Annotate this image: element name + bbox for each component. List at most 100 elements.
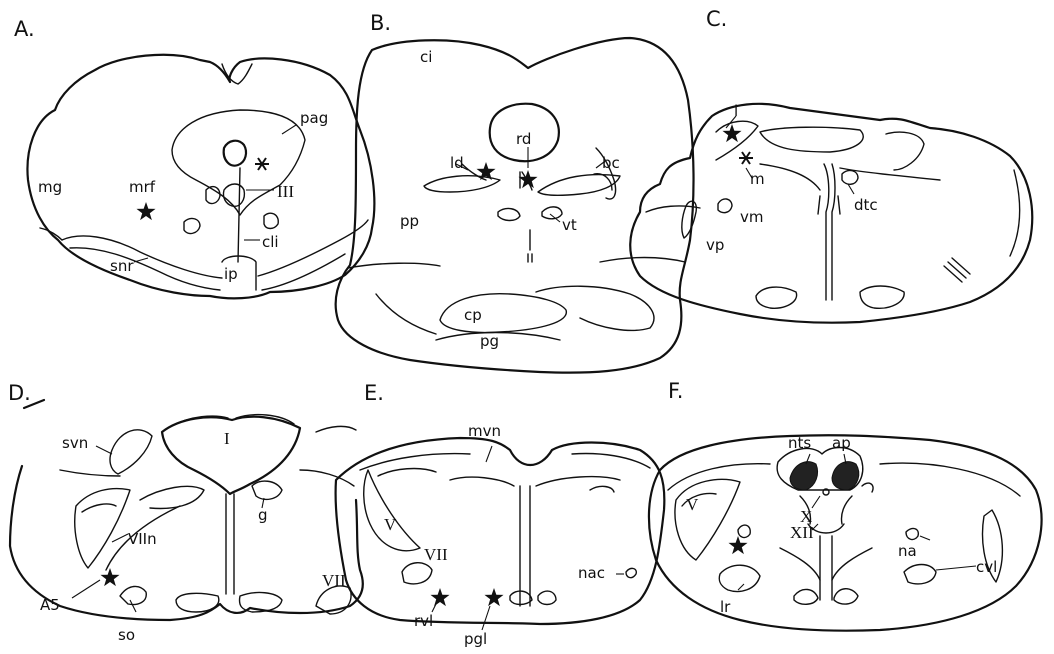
panel-c-right-fibers — [886, 132, 924, 170]
panel-d-viin-leader — [112, 534, 128, 542]
panel-f-label-na: na — [898, 542, 917, 560]
panel-f-small-nucleus — [738, 525, 750, 537]
panel-c-dtc-leader — [848, 184, 854, 194]
panel-c-label-dtc: dtc — [854, 196, 878, 214]
panel-d-label-svn: svn — [62, 434, 88, 452]
panel-e-letter: E. — [364, 381, 384, 405]
panel-f-na — [906, 529, 918, 540]
panel-a-label-snr: snr — [110, 257, 134, 275]
panel-a-letter: A. — [14, 17, 35, 41]
panel-f-label-nts: nts — [788, 434, 811, 452]
panel-e-star-icon-1 — [430, 588, 449, 606]
panel-e-v-inner — [378, 469, 436, 476]
panel-e-right-nucleus — [590, 486, 614, 492]
panel-c-hatch — [944, 258, 970, 282]
panel-a: A. pag mg mrf III cli snr ip — [14, 17, 374, 298]
panel-e-pyramid-left — [510, 591, 532, 604]
panel-b-cp — [440, 294, 566, 333]
panel-a-aqueduct — [224, 141, 246, 166]
panel-a-iii-nucleus — [223, 184, 244, 206]
panel-e-dorsal-line-right — [572, 454, 650, 468]
panel-a-snr-leader — [134, 258, 148, 262]
panel-a-snr — [62, 236, 222, 278]
panel-c-vm — [718, 199, 732, 213]
panel-b-vt-left — [498, 209, 520, 221]
panel-e-label-nac: nac — [578, 564, 605, 582]
panel-b-pons-border — [348, 263, 440, 268]
panel-b-ventral-line — [376, 294, 436, 334]
panel-b-label-pp: pp — [400, 212, 419, 230]
panel-f-cvl — [904, 565, 936, 584]
panel-a-label-cli: cli — [262, 233, 279, 251]
panel-f-lr — [719, 565, 760, 591]
panel-b-label-rd: rd — [516, 130, 531, 148]
panel-c-midline — [824, 164, 835, 300]
panel-d-fourth-ventricle — [162, 417, 300, 494]
panel-f-label-cvl: cvl — [976, 558, 997, 576]
panel-a-pag-leader — [282, 125, 296, 134]
panel-f-na-leader — [920, 536, 930, 540]
panel-f-nts-right — [832, 462, 859, 490]
panel-b-star-icon-2 — [518, 170, 537, 188]
panel-e-label-v: V — [384, 515, 397, 534]
panel-d-g — [252, 481, 282, 499]
panel-f-label-xii: XII — [790, 523, 814, 542]
panel-c-label-vm: vm — [740, 208, 764, 226]
panel-f-x-leader — [812, 496, 820, 508]
panel-e-v-region — [364, 470, 420, 551]
panel-e-dorsal-line — [360, 454, 470, 470]
panel-e-mvn-leader — [486, 446, 492, 462]
panel-f-inner-dorsal-right — [880, 463, 1020, 496]
panel-a-label-ip: ip — [224, 265, 238, 283]
panel-a-small-nucleus-1 — [184, 219, 200, 234]
panel-b-left-fibers — [424, 176, 500, 192]
panel-d-a5-leader — [72, 580, 100, 598]
panel-b-letter: B. — [370, 11, 391, 35]
panel-e-pgl-leader — [482, 606, 490, 630]
panel-d-right-top — [316, 426, 356, 432]
panel-d-label-g: g — [258, 506, 268, 524]
panel-f: F. nts ap V X XII na cvl — [649, 379, 1042, 631]
panel-d-viin-upper — [140, 486, 204, 508]
panel-d-outline — [10, 466, 363, 620]
panel-b-label-cp: cp — [464, 306, 482, 324]
panel-b: B. ci rd ld bc pp vt cp pg — [336, 11, 694, 373]
panel-d-svn-leader — [96, 446, 112, 454]
panel-c-outline — [630, 104, 1032, 323]
panel-f-midline — [820, 536, 832, 600]
panel-d-letter: D. — [8, 381, 31, 405]
panel-b-label-ci: ci — [420, 48, 432, 66]
panel-e-label-vii: VII — [424, 545, 448, 564]
panel-e-nac — [626, 568, 636, 577]
panel-c-asterisk-icon — [739, 152, 753, 164]
panel-b-vt-right — [542, 207, 562, 219]
panel-f-inner-dorsal-left — [668, 464, 770, 490]
panel-f-ap-mark — [862, 483, 873, 492]
panel-f-v-tract — [675, 479, 740, 560]
panel-e-label-rvl: rvl — [414, 612, 433, 630]
panel-d-label-a5: A5 — [40, 596, 60, 614]
panel-b-label-pg: pg — [480, 332, 499, 350]
panel-d-star-icon — [100, 568, 119, 586]
panel-b-bc-inner — [594, 174, 612, 190]
panel-e-label-pgl: pgl — [464, 630, 487, 648]
panel-c-star-icon — [722, 124, 741, 142]
panel-f-pyramid-left — [794, 589, 818, 604]
panel-b-label-ld: ld — [450, 154, 464, 172]
panel-c-label-l: l — [734, 102, 738, 120]
panel-e-star-icon-2 — [484, 588, 503, 606]
panel-c-right-tract — [840, 168, 940, 180]
panel-e-vii-nucleus — [402, 563, 432, 584]
panel-d-v-inner — [82, 504, 116, 512]
panel-d-so — [120, 586, 146, 604]
panel-d-left-line — [60, 470, 120, 476]
panel-d: D. svn I g VIIn A5 so VII — [8, 381, 363, 644]
panel-d-so-leader — [130, 600, 136, 612]
panel-c: C. l m dtc vm vp — [630, 7, 1032, 323]
panel-c-dtc — [842, 171, 858, 185]
panel-c-midbrain-fibers — [760, 127, 863, 152]
panel-b-label-vt: vt — [562, 216, 577, 234]
panel-a-outline — [27, 55, 374, 299]
panel-a-cp-right — [262, 254, 345, 290]
panel-a-label-mg: mg — [38, 178, 62, 196]
